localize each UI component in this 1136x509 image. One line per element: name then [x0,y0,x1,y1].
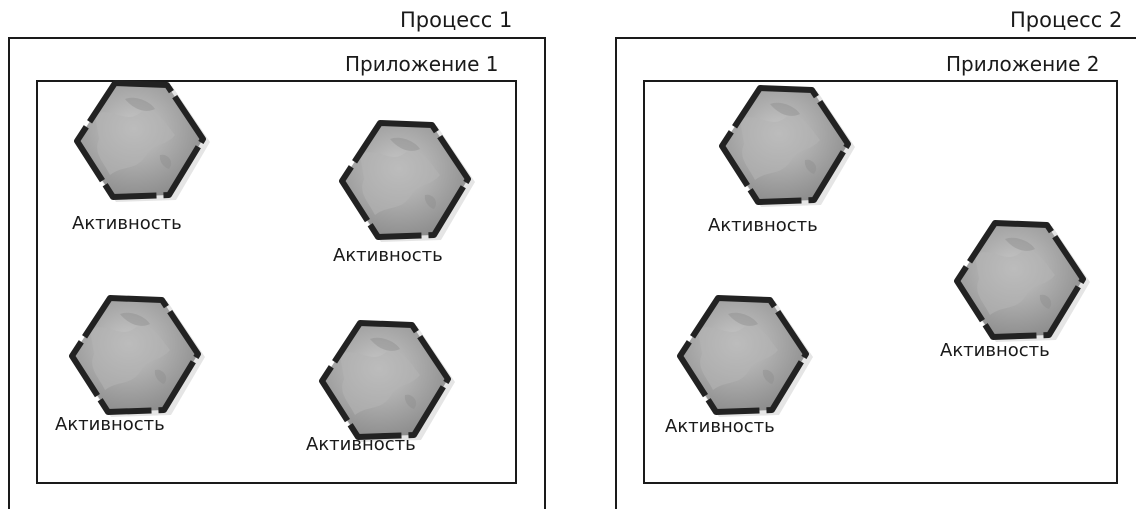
application-1-label: Приложение 1 [345,52,499,76]
process-2-frame [615,37,1136,509]
activity-2-2-icon [945,215,1095,345]
activity-1-3-label: Активность [55,414,165,435]
activity-2-3-label: Активность [665,416,775,437]
activity-1-2-icon [330,115,480,245]
activity-1-4-label: Активность [306,434,416,455]
activity-1-4-icon [310,315,460,445]
process-2-label: Процесс 2 [1010,8,1123,32]
activity-1-1-icon [65,75,215,205]
activity-1-3-icon [60,290,210,420]
process-1-frame [8,37,546,509]
activity-2-3-icon [668,290,818,420]
application-2-frame [643,80,1118,484]
activity-1-1-label: Активность [72,213,182,234]
process-1-label: Процесс 1 [400,8,513,32]
activity-2-2-label: Активность [940,340,1050,361]
application-1-frame [36,80,517,484]
application-2-label: Приложение 2 [946,52,1100,76]
activity-1-2-label: Активность [333,245,443,266]
activity-2-1-icon [710,80,860,210]
activity-2-1-label: Активность [708,215,818,236]
